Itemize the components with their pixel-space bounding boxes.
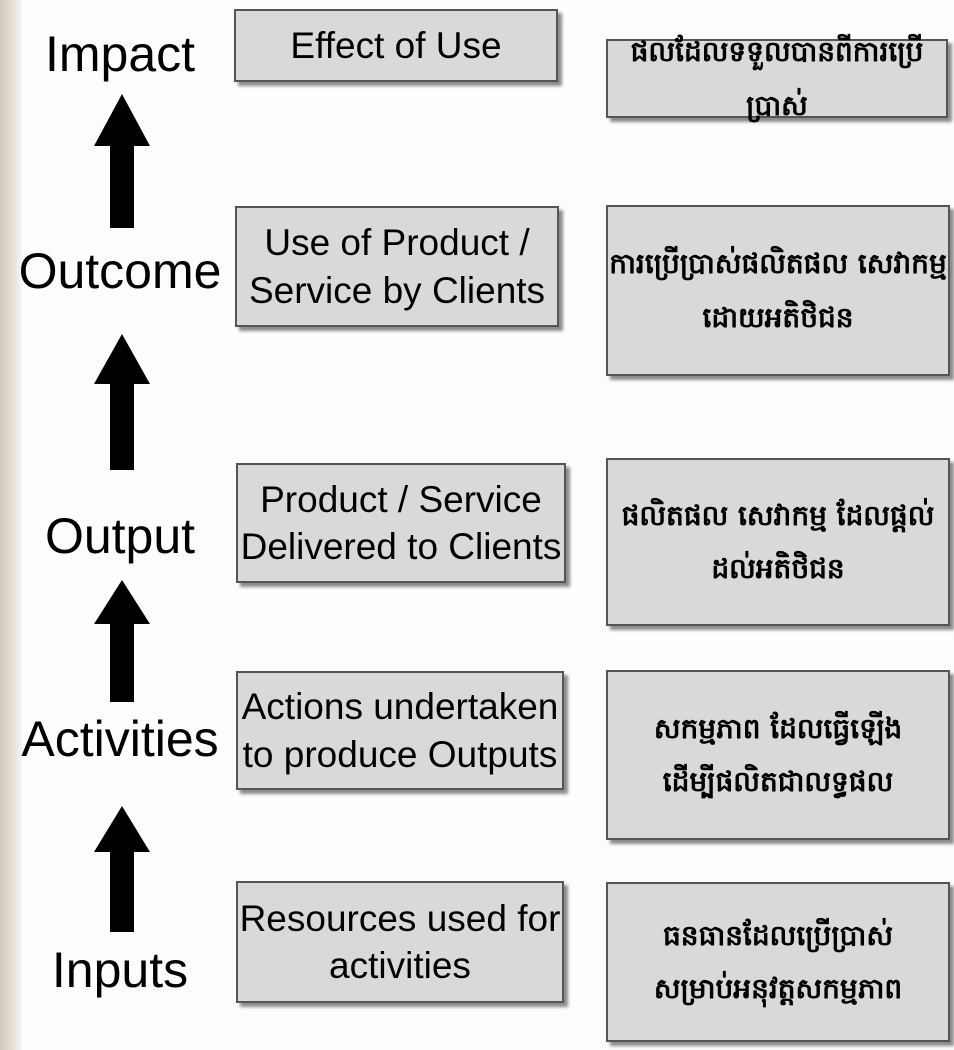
level-label-impact: Impact: [44, 26, 196, 82]
arrow-up-icon: [94, 334, 150, 470]
arrow-up-icon: [94, 580, 150, 702]
level-label-outcome: Outcome: [18, 243, 222, 299]
translation-line: ដល់អតិថិជន: [711, 552, 845, 585]
definition-line: Resources used for: [239, 897, 561, 939]
translation-line: ធនធានដែលប្រើប្រាស់: [663, 918, 893, 952]
translation-box-impact: ផលដែលទទួលបានពីការប្រើប្រាស់: [606, 35, 948, 122]
definition-box-inputs: Resources used for activities: [236, 881, 564, 1003]
definition-box-activities: Actions undertaken to produce Outputs: [236, 671, 564, 790]
definition-line: to produce Outputs: [242, 733, 558, 775]
translation-line: សម្រាប់អនុវត្តសកម្មភាព: [653, 972, 903, 1005]
definition-line: activities: [329, 945, 471, 986]
translation-line: ផលដែលទទួលបានពីការប្រើប្រាស់: [630, 35, 924, 122]
definition-line: Service by Clients: [248, 269, 546, 311]
definition-box-impact: Effect of Use: [234, 9, 558, 82]
arrow-up-icon: [94, 94, 150, 228]
definition-box-output: Product / Service Delivered to Clients: [236, 463, 566, 583]
definition-box-outcome: Use of Product / Service by Clients: [235, 206, 559, 327]
definition-line: Delivered to Clients: [240, 526, 562, 567]
level-label-activities: Activities: [21, 711, 219, 767]
translation-box-activities: សកម្មភាព ដែលធ្វើឡើង ដើម្បីផលិតជាលទ្ធផល: [606, 670, 950, 840]
background-image-strip: [0, 0, 22, 1050]
translation-box-output: ផលិតផល សេវាកម្ម ដែលផ្តល់ ដល់អតិថិជន: [606, 458, 950, 626]
definition-line: Use of Product /: [264, 222, 530, 264]
definition-line: Actions undertaken: [241, 686, 559, 728]
definition-line: Product / Service: [260, 478, 542, 520]
level-label-output: Output: [44, 508, 196, 564]
arrow-up-icon: [94, 806, 150, 932]
level-label-inputs: Inputs: [51, 942, 189, 998]
translation-box-inputs: ធនធានដែលប្រើប្រាស់ សម្រាប់អនុវត្តសកម្មភា…: [606, 882, 950, 1042]
definition-line: Effect of Use: [290, 24, 502, 66]
translation-line: ដោយអតិថិជន: [702, 300, 854, 334]
translation-line: ដើម្បីផលិតជាលទ្ធផល: [662, 765, 894, 798]
translation-box-outcome: ការប្រើប្រាស់ផលិតផល សេវាកម្ម ដោយអតិថិជន: [606, 205, 950, 376]
translation-line: ផលិតផល សេវាកម្ម ដែលផ្តល់: [621, 498, 935, 532]
translation-line: សកម្មភាព ដែលធ្វើឡើង: [653, 711, 903, 745]
translation-line: ការប្រើប្រាស់ផលិតផល សេវាកម្ម: [609, 247, 947, 281]
